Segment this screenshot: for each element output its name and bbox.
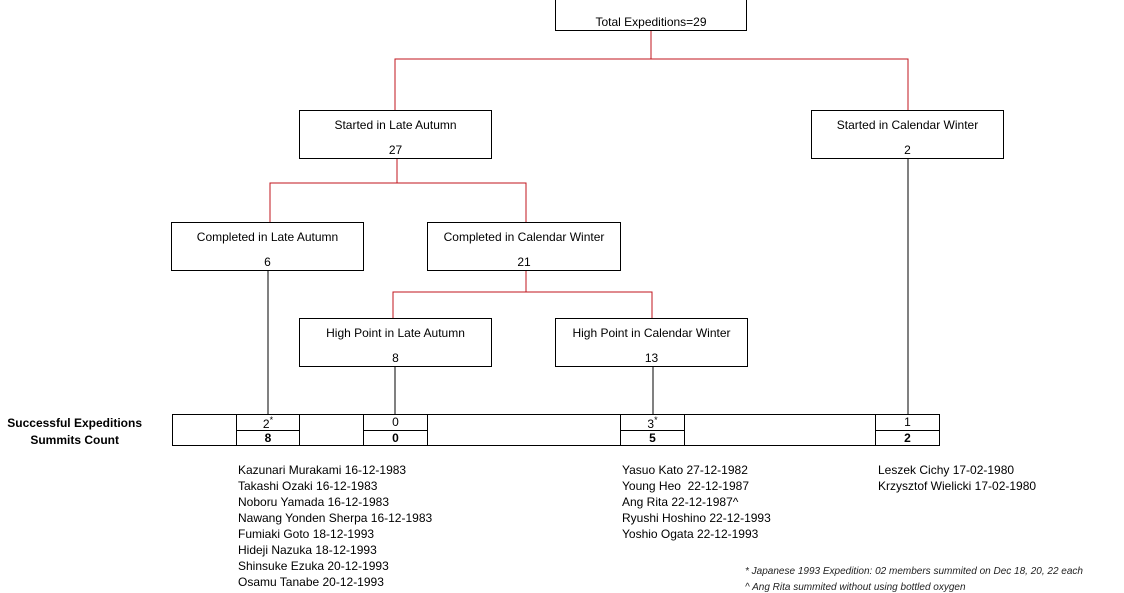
list-item: Ryushi Hoshino 22-12-1993 [622,511,771,525]
list-item: Yasuo Kato 27-12-1982 [622,463,748,477]
connector-late-completed-autumn [269,158,398,222]
completed-winter-box: Completed in Calendar Winter 21 [427,222,621,271]
list-item: Shinsuke Ezuka 20-12-1993 [238,559,389,573]
late-autumn-count: 27 [388,143,403,157]
names-list-col4: Leszek Cichy 17-02-1980 Krzysztof Wielic… [878,462,1036,494]
connector-root-late-autumn [394,30,652,110]
list-item: Osamu Tanabe 20-12-1993 [238,575,384,589]
list-item: Nawang Yonden Sherpa 16-12-1983 [238,511,433,525]
summary-table-grid [172,414,940,446]
connector-winter-hp-autumn [392,270,527,318]
col1-summits: 8 [264,431,272,445]
row-label-successful: Successful Expeditions [7,416,142,430]
footnote-japanese: * Japanese 1993 Expedition: 02 members s… [745,566,1083,577]
connector-late-completed-winter [397,182,527,222]
hp-autumn-count: 8 [392,351,399,365]
names-list-col3: Yasuo Kato 27-12-1982 Young Heo 22-12-19… [622,462,771,542]
row-label-summits: Summits Count [30,433,119,447]
list-item: Noboru Yamada 16-12-1983 [238,495,389,509]
cal-winter-box: Started in Calendar Winter 2 [811,110,1004,159]
list-item: Leszek Cichy 17-02-1980 [878,463,1015,477]
col3-expeditions: 3* [621,415,684,431]
hp-winter-box: High Point in Calendar Winter 13 [555,318,748,367]
hp-winter-title: High Point in Calendar Winter [572,326,731,340]
list-item: Kazunari Murakami 16-12-1983 [238,463,407,477]
completed-autumn-box: Completed in Late Autumn 6 [171,222,364,271]
list-item: Fumiaki Goto 18-12-1993 [238,527,375,541]
col4-expeditions: 1 [904,415,911,429]
list-item: Krzysztof Wielicki 17-02-1980 [878,479,1037,493]
col1-exp-mark: * [269,415,274,425]
late-autumn-box: Started in Late Autumn 27 [299,110,492,159]
footnote-ang-rita: ^ Ang Rita summited without using bottle… [745,582,966,593]
names-list-col1: Kazunari Murakami 16-12-1983 Takashi Oza… [238,462,432,590]
col3-exp-value: 3 [647,417,655,431]
root-label: Total Expeditions=29 [595,15,707,29]
list-item: Ang Rita 22-12-1987^ [622,495,739,509]
completed-autumn-count: 6 [264,255,271,269]
hp-autumn-title: High Point in Late Autumn [326,326,465,340]
col4-summits: 2 [904,431,911,445]
list-item: Yoshio Ogata 22-12-1993 [622,527,759,541]
list-item: Hideji Nazuka 18-12-1993 [238,543,377,557]
col3-summits: 5 [649,431,656,445]
cal-winter-title: Started in Calendar Winter [836,118,979,132]
col1-expeditions: 2* [237,415,299,431]
col3-exp-mark: * [654,415,658,425]
connector-root-cal-winter [651,58,909,110]
col1-exp-value: 2 [262,417,270,431]
completed-winter-count: 21 [517,255,531,269]
cal-winter-count: 2 [904,143,911,157]
root-box: Total Expeditions=29 [555,0,747,31]
list-item: Takashi Ozaki 16-12-1983 [238,479,378,493]
hp-winter-count: 13 [644,351,659,365]
completed-autumn-title: Completed in Late Autumn [196,230,339,244]
list-item: Young Heo 22-12-1987 [622,479,749,493]
completed-winter-title: Completed in Calendar Winter [443,230,605,244]
connector-winter-hp-winter [526,291,653,318]
hp-autumn-box: High Point in Late Autumn 8 [299,318,492,367]
col2-expeditions: 0 [392,415,399,429]
col2-summits: 0 [392,431,399,445]
late-autumn-title: Started in Late Autumn [334,118,457,132]
